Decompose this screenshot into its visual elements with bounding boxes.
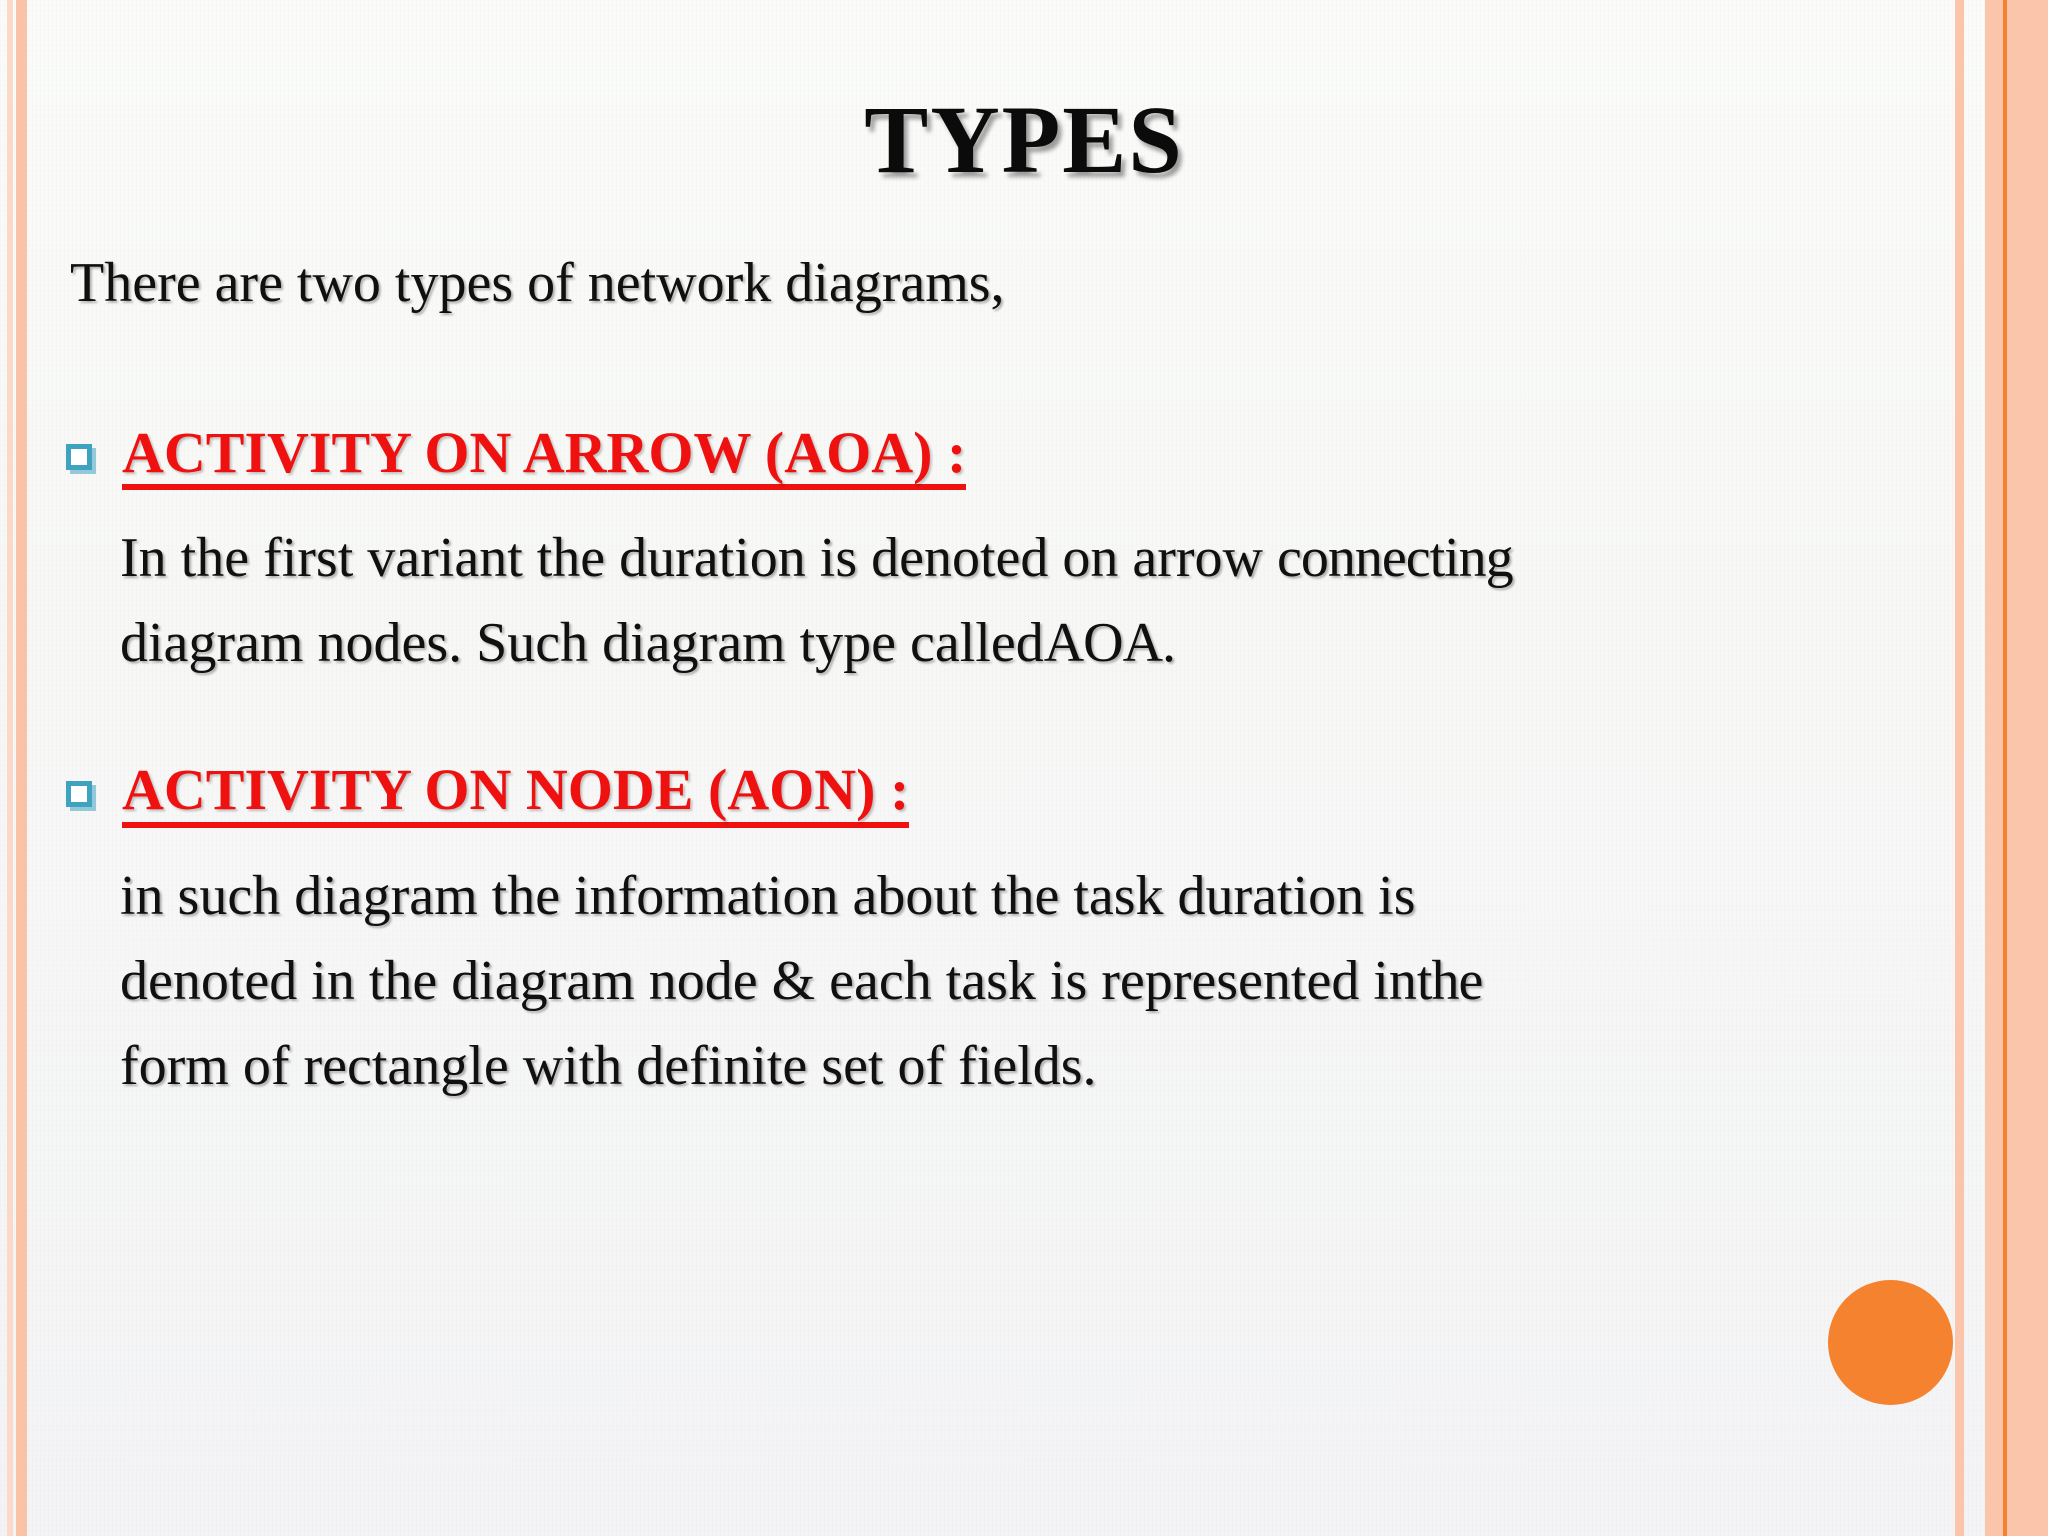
left-border-stripe-outer (7, 0, 13, 1536)
hollow-square-bullet-icon (66, 780, 92, 807)
left-border-stripe-inner (16, 0, 27, 1536)
section-aoa-line-4: AOA. (1043, 612, 1176, 675)
right-border-stripe-3 (2007, 0, 2048, 1536)
section-aon-line-1: in such diagram the information about th… (120, 864, 1416, 927)
section-aon-line-2: denoted in the diagram node & each task … (120, 949, 1417, 1012)
section-aon-heading-row: ACTIVITY ON NODE (AON) : (60, 760, 1930, 828)
section-aoa-line-2: connecting (1277, 527, 1514, 590)
slide-title: TYPES (864, 86, 1184, 193)
section-aoa: ACTIVITY ON ARROW (AOA) : In the first v… (60, 423, 1930, 686)
section-aon-heading: ACTIVITY ON NODE (AON) : (122, 760, 910, 828)
intro-text: There are two types of network diagrams, (70, 252, 1005, 314)
section-aon-line-3: the (1416, 949, 1483, 1012)
section-aon-paragraph: in such diagram the information about th… (120, 854, 1930, 1109)
right-border-stripe-1 (1955, 0, 1964, 1536)
section-aoa-heading: ACTIVITY ON ARROW (AOA) : (122, 423, 967, 491)
section-aoa-paragraph: In the first variant the duration is den… (120, 516, 1930, 686)
hollow-square-bullet-icon (66, 443, 92, 470)
right-border-accent-line (2003, 0, 2007, 1536)
orange-circle-icon (1828, 1280, 1953, 1405)
section-aoa-heading-row: ACTIVITY ON ARROW (AOA) : (60, 423, 1930, 491)
section-aon: ACTIVITY ON NODE (AON) : in such diagram… (60, 760, 1930, 1108)
section-aoa-line-3: diagram nodes. Such diagram type called (120, 612, 1044, 675)
right-border-stripe-2 (1985, 0, 2003, 1536)
slide-body: There are two types of network diagrams,… (60, 255, 1930, 1183)
section-aon-line-4: form of rectangle with definite set of f… (120, 1034, 1097, 1097)
section-aoa-line-1: In the first variant the duration is den… (120, 527, 1263, 590)
